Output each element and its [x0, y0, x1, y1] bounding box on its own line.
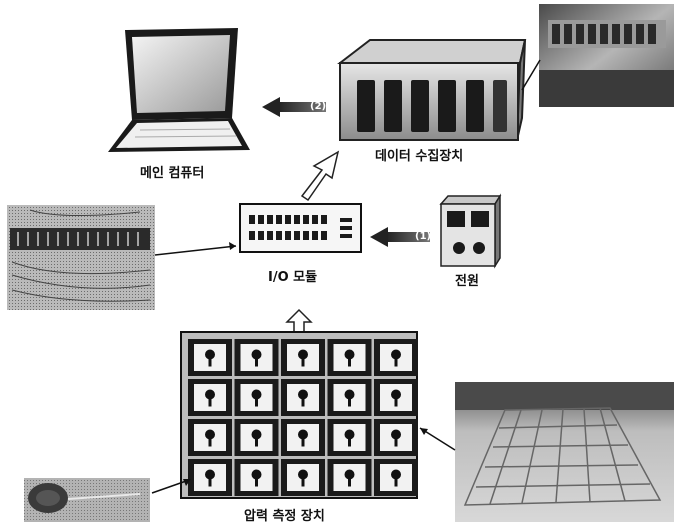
sensor-cell	[235, 339, 279, 376]
sensor-cell	[235, 459, 279, 496]
power-label: 전원	[455, 270, 479, 289]
sensor-cell	[235, 419, 279, 456]
floor-grid-photo	[455, 382, 674, 522]
daq-label: 데이터 수집장치	[375, 145, 463, 164]
sensor-cell	[328, 419, 372, 456]
sensor-grid-icon	[181, 332, 418, 498]
sensor-cell	[188, 459, 232, 496]
sensor-cell	[188, 339, 232, 376]
pressure-device-label: 압력 측정 장치	[244, 505, 325, 524]
sensor-cell	[374, 339, 418, 376]
sensor-cell	[188, 419, 232, 456]
wiring-photo	[7, 205, 155, 310]
io-module-label: I/O 모듈	[268, 266, 317, 285]
daq-photo	[539, 4, 674, 107]
arrow-io-to-daq	[302, 152, 338, 200]
sensor-cell	[374, 379, 418, 416]
daq-chassis-icon	[340, 40, 525, 140]
arrow-label-1: (1)	[415, 231, 431, 242]
sensor-cell	[281, 379, 325, 416]
sensor-cell	[374, 419, 418, 456]
arrow-label-2: (2)	[310, 101, 326, 112]
sensor-cell	[328, 339, 372, 376]
sensor-cell	[281, 339, 325, 376]
sensor-cell	[328, 379, 372, 416]
laptop-icon	[108, 28, 250, 152]
sensor-cell	[281, 459, 325, 496]
sensor-photo	[24, 478, 150, 522]
sensor-cell	[281, 419, 325, 456]
wiring-photo-connector	[155, 246, 236, 255]
main-computer-label: 메인 컴퓨터	[140, 162, 204, 181]
sensor-cell	[235, 379, 279, 416]
sensor-cell	[374, 459, 418, 496]
sensor-cell	[328, 459, 372, 496]
power-supply-icon	[441, 196, 500, 266]
io-module-icon	[240, 204, 361, 252]
sensor-cell	[188, 379, 232, 416]
